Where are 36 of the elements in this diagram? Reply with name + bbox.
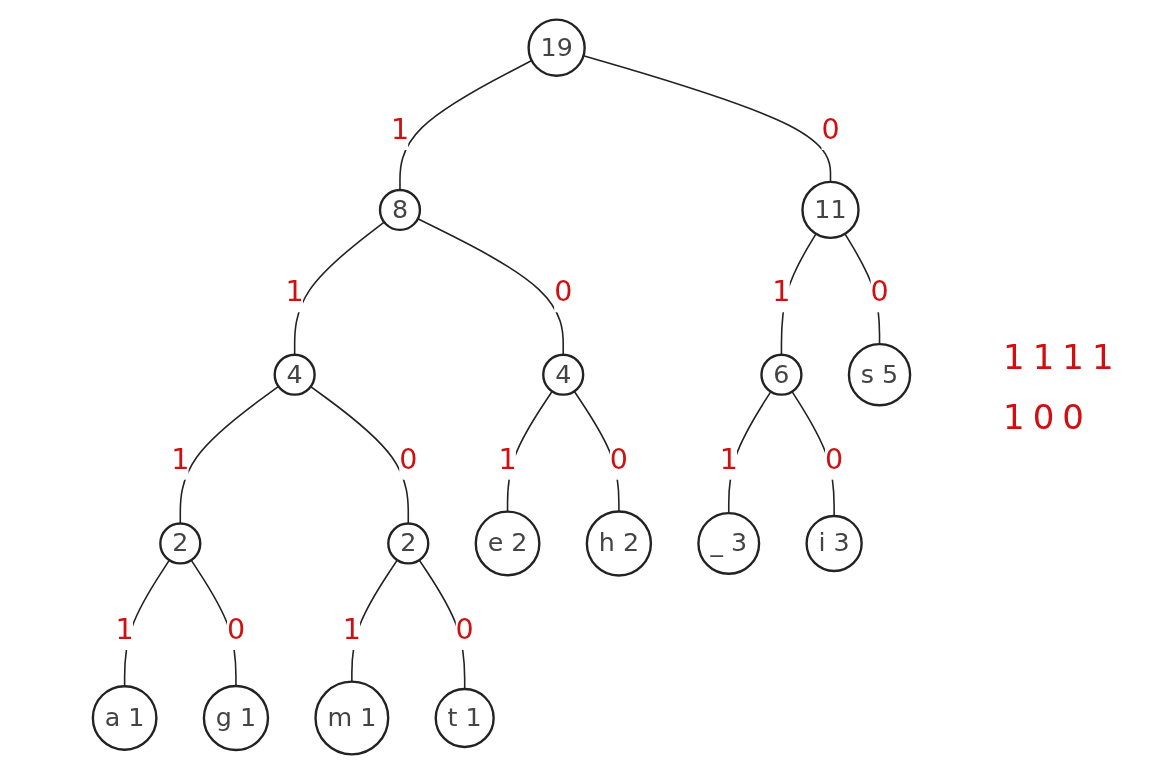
edge-label: 0 (821, 112, 840, 146)
node-circle: a 1 (91, 685, 158, 751)
edge-label: 1 (498, 441, 517, 475)
edge-label: 1 (772, 274, 791, 308)
node-circle: e 2 (474, 510, 541, 577)
node-circle: 8 (378, 188, 422, 232)
node-circle: g 1 (202, 684, 270, 752)
edge-label: 0 (825, 441, 844, 475)
edge-label: 0 (455, 611, 474, 646)
node-circle: t 1 (434, 687, 495, 749)
edge-label: 1 (171, 441, 190, 475)
node-circle: 19 (527, 18, 586, 77)
edge-label: 0 (399, 441, 418, 475)
edge-label: 1 (342, 611, 361, 646)
connector (399, 59, 533, 191)
node-circle: h 2 (585, 510, 653, 577)
edge-label: 1 (285, 274, 304, 308)
node-circle: 4 (273, 353, 316, 396)
node-circle: 4 (542, 353, 585, 396)
node-circle: _ 3 (697, 511, 761, 575)
edge-label: 0 (609, 441, 628, 475)
edge-label: 1 (115, 611, 134, 646)
node-circle: 6 (760, 353, 803, 396)
edge-label: 0 (554, 274, 573, 308)
handwritten-note: 1111 (1003, 337, 1123, 377)
node-circle: 2 (387, 522, 430, 565)
edge-label: 0 (226, 611, 246, 646)
edge-label: 1 (719, 441, 738, 475)
edge-label: 0 (870, 274, 889, 308)
handwritten-note: 100 (1003, 397, 1093, 437)
node-circle: 11 (801, 180, 860, 240)
node-circle: m 1 (314, 680, 390, 756)
node-circle: s 5 (847, 342, 912, 407)
edge-label: 1 (390, 112, 410, 146)
node-circle: i 3 (805, 514, 863, 573)
node-circle: 2 (159, 522, 202, 565)
